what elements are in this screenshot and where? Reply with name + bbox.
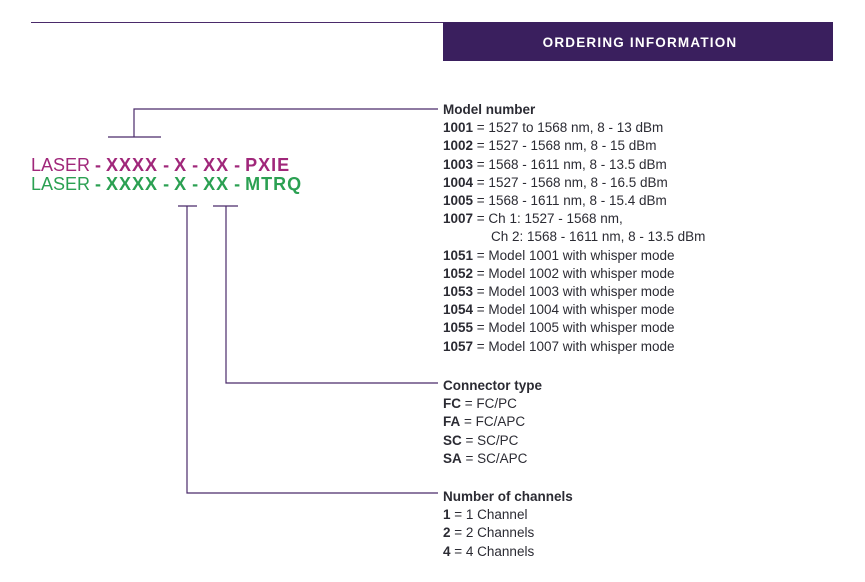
section-title-banner: ORDERING INFORMATION	[443, 22, 833, 61]
model-row: 1003 = 1568 - 1611 nm, 8 - 13.5 dBm	[443, 156, 667, 172]
model-number-heading: Model number	[443, 102, 536, 117]
model-row: 1002 = 1527 - 1568 nm, 8 - 15 dBm	[443, 138, 657, 154]
connector-row: SA = SC/APC	[443, 450, 528, 466]
connector-row: FA = FC/APC	[443, 414, 526, 430]
code-separator: -	[234, 174, 241, 194]
code-prefix: LASER	[31, 155, 91, 175]
code-segment-connector: XX	[203, 174, 230, 194]
model-row: 1005 = 1568 - 1611 nm, 8 - 15.4 dBm	[443, 193, 667, 209]
code-segment-model: XXXX	[106, 174, 159, 194]
connector-row: SC = SC/PC	[443, 432, 519, 448]
connector-row: FC = FC/PC	[443, 396, 517, 412]
code-prefix: LASER	[31, 174, 91, 194]
model-row: 1053 = Model 1003 with whisper mode	[443, 284, 675, 300]
model-number-section: Model number 1001 = 1527 to 1568 nm, 8 -…	[443, 101, 705, 356]
model-row: 1055 = Model 1005 with whisper mode	[443, 320, 675, 336]
model-row: 1004 = 1527 - 1568 nm, 8 - 16.5 dBm	[443, 174, 668, 190]
model-row-continuation: Ch 2: 1568 - 1611 nm, 8 - 13.5 dBm	[491, 229, 706, 245]
channels-heading: Number of channels	[443, 489, 573, 504]
connector-type-heading: Connector type	[443, 378, 543, 393]
code-segment-model: XXXX	[106, 155, 159, 175]
part-code-pxie: LASER-XXXX-X-XX-PXIE	[31, 155, 290, 175]
model-row: 1057 = Model 1007 with whisper mode	[443, 338, 675, 354]
code-segment-platform: MTRQ	[245, 174, 303, 194]
code-segment-platform: PXIE	[245, 155, 291, 175]
part-code-mtrq: LASER-XXXX-X-XX-MTRQ	[31, 174, 302, 194]
section-title: ORDERING INFORMATION	[542, 35, 738, 50]
model-row: 1052 = Model 1002 with whisper mode	[443, 265, 675, 281]
channels-row: 2 = 2 Channels	[443, 525, 535, 541]
top-divider-rule	[31, 22, 443, 23]
channels-section: Number of channels 1 = 1 Channel 2 = 2 C…	[443, 488, 573, 561]
channels-connector	[178, 205, 438, 494]
model-row: 1007 = Ch 1: 1527 - 1568 nm,	[443, 211, 623, 227]
model-row: 1001 = 1527 to 1568 nm, 8 - 13 dBm	[443, 120, 664, 136]
code-separator: -	[234, 155, 241, 175]
model-number-connector	[108, 108, 438, 138]
model-row: 1054 = Model 1004 with whisper mode	[443, 302, 675, 318]
channels-row: 4 = 4 Channels	[443, 543, 535, 559]
code-segment-connector: XX	[203, 155, 230, 175]
model-row: 1051 = Model 1001 with whisper mode	[443, 247, 675, 263]
code-segment-channels: X	[174, 174, 188, 194]
channels-row: 1 = 1 Channel	[443, 507, 528, 523]
code-separator: -	[163, 174, 170, 194]
code-separator: -	[95, 155, 102, 175]
code-separator: -	[163, 155, 170, 175]
connector-type-connector	[213, 205, 438, 384]
connector-type-section: Connector type FC = FC/PC FA = FC/APC SC…	[443, 377, 542, 468]
code-segment-channels: X	[174, 155, 188, 175]
code-separator: -	[192, 174, 199, 194]
code-separator: -	[95, 174, 102, 194]
code-separator: -	[192, 155, 199, 175]
